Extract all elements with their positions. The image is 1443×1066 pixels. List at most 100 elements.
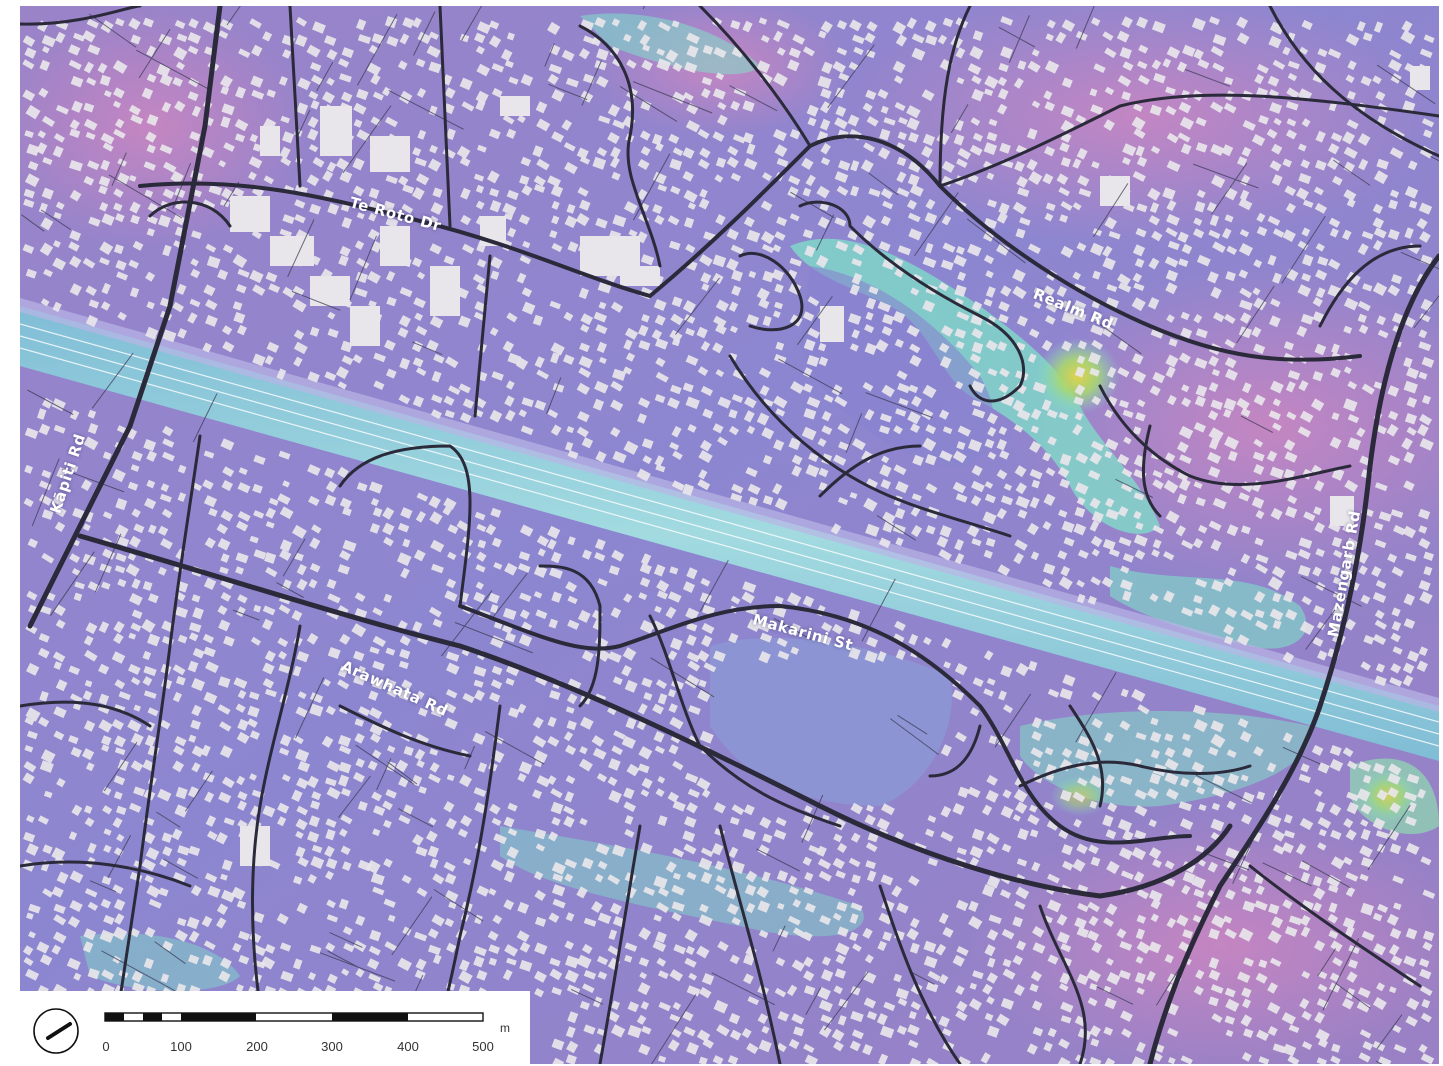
building-footprint <box>310 800 321 810</box>
building-footprint <box>461 243 475 255</box>
building-footprint <box>1332 175 1343 186</box>
road-mazengarb-rd[interactable] <box>1147 253 1439 1064</box>
building-footprint <box>1329 228 1339 238</box>
map-view[interactable]: Te Roto Dr Realm Rd Kāpiti Rd Mazengarb … <box>20 6 1439 1064</box>
building-footprint <box>1241 791 1255 805</box>
building-footprint <box>832 857 845 870</box>
building-footprint <box>249 535 259 544</box>
building-footprint <box>987 426 997 437</box>
building-footprint <box>1135 412 1146 422</box>
building-footprint <box>622 647 637 661</box>
building-footprint <box>971 480 985 493</box>
building-footprint <box>583 917 597 927</box>
building-footprint <box>672 62 683 72</box>
building-footprint <box>1152 858 1162 868</box>
road-street <box>108 434 202 1064</box>
building-footprint <box>142 676 153 687</box>
building-footprint <box>552 873 564 882</box>
road-te-roto-dr[interactable] <box>138 144 812 298</box>
building-footprint <box>624 815 634 825</box>
building-footprint <box>1347 413 1360 424</box>
building-footprint <box>1195 384 1208 397</box>
building-footprint <box>1210 399 1223 410</box>
building-footprint <box>1358 324 1369 335</box>
building-footprint <box>547 175 561 188</box>
building-footprint <box>1193 48 1204 60</box>
building-footprint <box>1401 20 1413 33</box>
building-footprint <box>1256 226 1268 237</box>
building-footprint <box>130 34 141 45</box>
building-footprint <box>703 662 717 673</box>
building-footprint <box>55 201 65 210</box>
building-footprint <box>1122 61 1134 72</box>
building-footprint <box>1272 844 1285 855</box>
building-footprint <box>1016 408 1031 421</box>
building-footprint <box>1060 201 1073 211</box>
building-footprint <box>159 73 173 87</box>
building-footprint <box>1258 959 1268 969</box>
building-footprint <box>490 604 499 614</box>
building-footprint <box>896 370 908 381</box>
building-footprint <box>38 480 52 491</box>
building-footprint <box>295 34 308 48</box>
building-footprint <box>442 506 452 516</box>
building-footprint <box>623 787 635 800</box>
building-footprint <box>985 339 998 352</box>
building-footprint <box>536 535 550 547</box>
building-footprint <box>1196 900 1209 911</box>
road-arawhata-rd[interactable] <box>77 533 1233 899</box>
building-footprint <box>339 245 351 257</box>
parcel-boundary <box>1413 295 1439 329</box>
parcel-boundary <box>50 551 95 616</box>
building-footprint <box>1062 860 1074 871</box>
building-footprint <box>1209 214 1220 227</box>
building-footprint <box>1166 917 1177 929</box>
building-footprint <box>1148 847 1162 860</box>
building-footprint <box>489 409 503 423</box>
building-footprint <box>713 47 727 59</box>
building-footprint <box>834 395 848 408</box>
building-footprint <box>1072 791 1086 803</box>
road-makarini-st[interactable] <box>458 604 1192 845</box>
building-footprint <box>39 760 54 773</box>
building-footprint <box>24 47 37 59</box>
building-footprint <box>160 483 170 492</box>
building-footprint <box>41 552 55 564</box>
building-footprint <box>491 371 504 381</box>
building-footprint <box>610 146 621 159</box>
map-canvas[interactable] <box>20 6 1439 1064</box>
building-footprint <box>658 970 669 980</box>
building-footprint <box>458 970 473 984</box>
building-footprint <box>882 520 894 533</box>
building-footprint <box>1076 496 1086 506</box>
building-footprint <box>607 651 622 663</box>
building-footprint <box>507 352 522 365</box>
building-footprint <box>878 537 891 549</box>
building-footprint <box>370 497 380 507</box>
road-kapiti-rd[interactable] <box>27 6 223 629</box>
building-footprint <box>830 523 842 535</box>
building-footprint <box>598 356 607 364</box>
building-footprint <box>966 524 980 538</box>
building-footprint <box>697 158 710 170</box>
building-footprint <box>1105 957 1114 966</box>
building-footprint <box>411 187 425 201</box>
building-footprint <box>700 88 711 99</box>
building-footprint <box>954 284 967 298</box>
building-footprint <box>1224 338 1236 349</box>
parcel-boundary <box>295 677 325 739</box>
building-footprint <box>987 368 998 377</box>
building-footprint <box>82 690 93 701</box>
road-realm-rd[interactable] <box>808 134 1362 362</box>
parcel-boundary <box>950 104 969 134</box>
building-footprint <box>399 33 410 45</box>
building-footprint <box>850 902 863 912</box>
building-footprint <box>833 985 843 995</box>
building-footprint <box>880 215 891 226</box>
building-footprint <box>1076 973 1089 986</box>
building-footprint <box>459 156 471 167</box>
building-footprint <box>1327 258 1341 270</box>
building-footprint <box>984 1012 994 1022</box>
building-footprint <box>999 450 1010 460</box>
building-footprint <box>700 871 713 884</box>
